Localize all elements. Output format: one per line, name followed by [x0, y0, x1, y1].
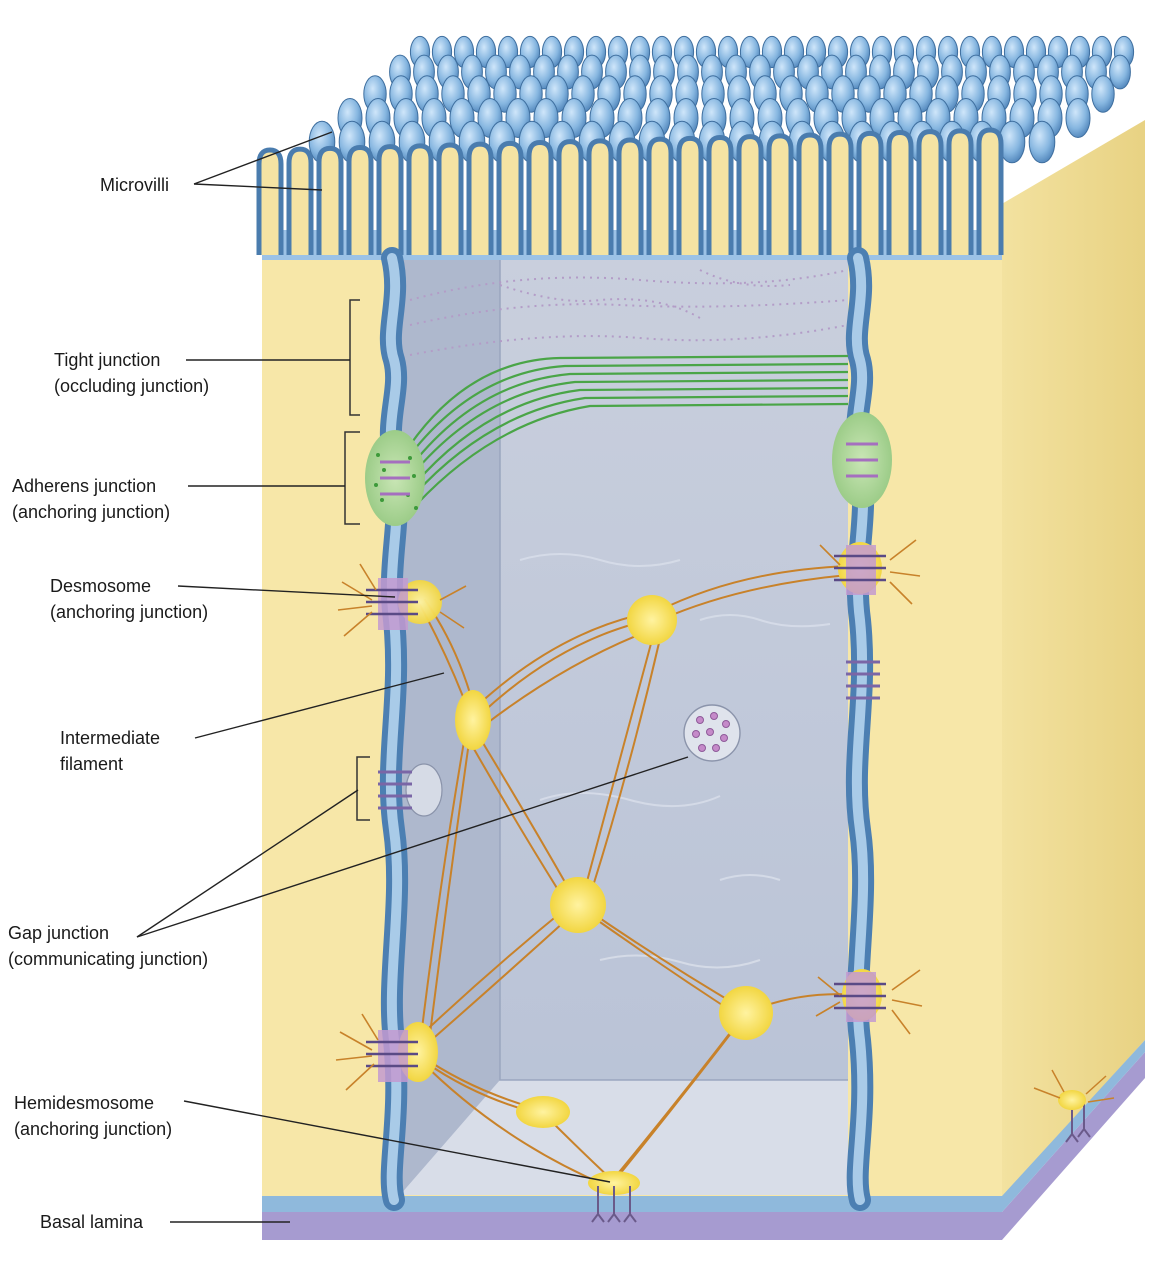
interior-left-wall [400, 255, 500, 1195]
microvillus-profile [796, 132, 824, 255]
label-hemidesmosome-sub: (anchoring junction) [14, 1119, 173, 1139]
leader-lines [136, 131, 689, 1223]
microvillus-profile [406, 143, 434, 255]
microvillus-profile [376, 144, 404, 255]
microvillus-profile [286, 146, 314, 255]
microvillus-profile [466, 141, 494, 255]
adherens-junction-right [832, 412, 892, 508]
label-hemidesmosome: Hemidesmosome [14, 1093, 155, 1113]
microvillus-profile [886, 129, 914, 255]
microvillus [1109, 54, 1131, 90]
desmosome-bridges [366, 545, 886, 1082]
basal-lamina [262, 1052, 1145, 1240]
label-brackets [344, 299, 370, 821]
microvillus-profile [946, 128, 974, 255]
label-gap-junction: Gap junction [8, 923, 110, 943]
label-basal-lamina: Basal lamina [40, 1212, 144, 1232]
microvillus-profile [316, 145, 344, 255]
adherens-junction-left [365, 430, 425, 526]
microvillus-profile [736, 134, 764, 255]
microvillus-profile [346, 144, 374, 255]
label-intermediate-filament-sub: filament [60, 754, 124, 774]
microvillus [1091, 75, 1115, 113]
actin-filament-bundle [409, 354, 849, 506]
microvillus-profile [916, 129, 944, 255]
label-adherens-junction-sub: (anchoring junction) [12, 502, 171, 522]
label-gap-junction-sub: (communicating junction) [8, 949, 209, 969]
microvillus-profile [646, 136, 674, 255]
interior-floor [400, 1080, 848, 1195]
tight-junction-strands [409, 269, 849, 356]
microvillus-profile [676, 135, 704, 255]
microvillus-profile [256, 147, 284, 255]
block-side-face [1000, 120, 1145, 1200]
microvillus-profile [766, 133, 794, 255]
microvillus-profile [976, 127, 1004, 255]
label-desmosome-sub: (anchoring junction) [50, 602, 209, 622]
microvillus [1028, 120, 1056, 164]
desmosome-filament-tufts [335, 539, 923, 1091]
microvillus-profile [436, 142, 464, 255]
label-intermediate-filament: Intermediate [60, 728, 161, 748]
microvillus-profile [556, 139, 584, 255]
microvillus-profile [616, 137, 644, 255]
microvillus-profile [496, 140, 524, 255]
label-tight-junction-sub: (occluding junction) [54, 376, 210, 396]
gap-junction-right [846, 660, 880, 700]
cell-interior [400, 255, 848, 1195]
label-microvilli: Microvilli [100, 175, 169, 195]
microvillus-profile [856, 130, 884, 255]
microvillus-profile [706, 134, 734, 255]
microvillus-profile [826, 131, 854, 255]
microvillus-profile [526, 139, 554, 255]
microvilli-group [256, 35, 1135, 255]
label-desmosome: Desmosome [50, 576, 152, 596]
gap-junction-face-view [683, 704, 741, 762]
microvillus-profile [586, 138, 614, 255]
label-adherens-junction: Adherens junction [12, 476, 157, 496]
gap-junction-left [378, 763, 443, 817]
label-tight-junction: Tight junction [54, 350, 161, 370]
microvillus [1065, 98, 1091, 138]
